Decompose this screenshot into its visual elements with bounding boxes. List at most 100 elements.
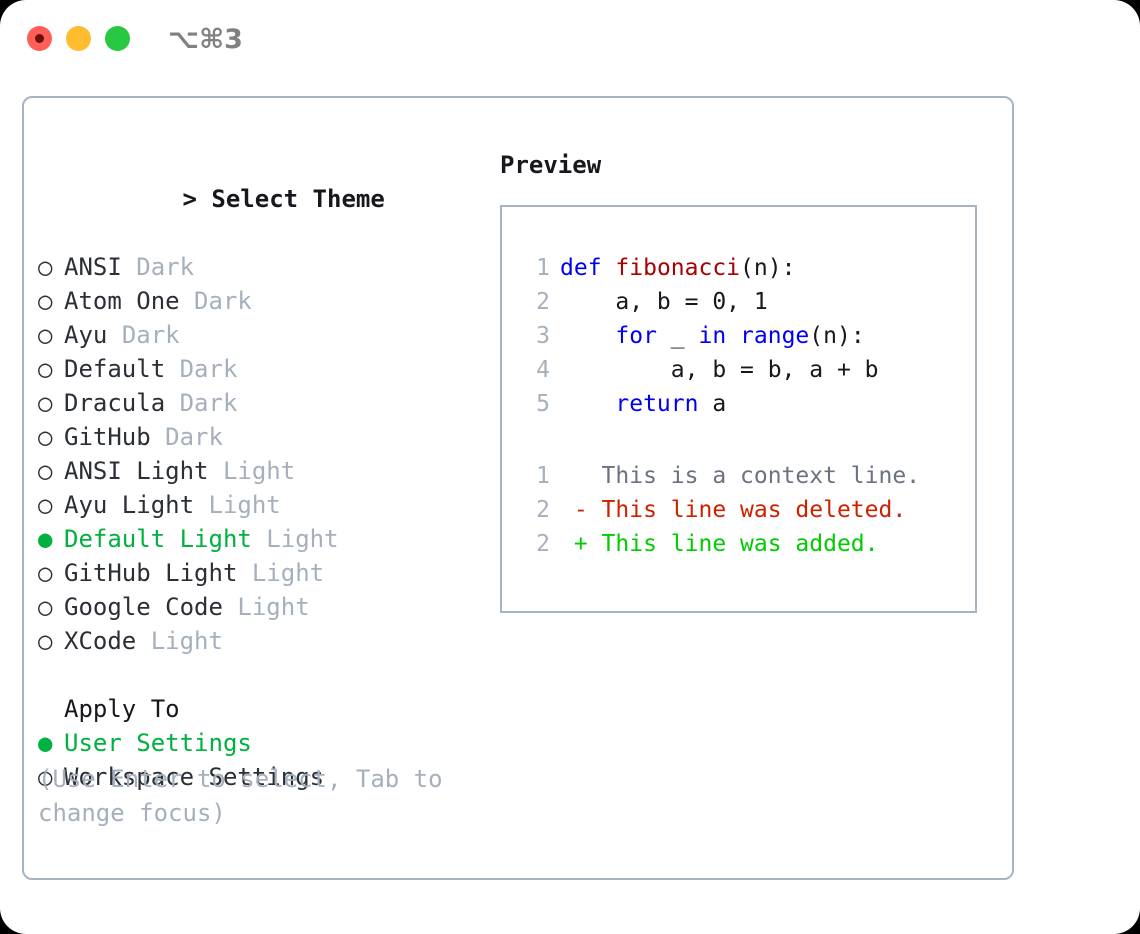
keyboard-hint-text: (Use Enter to select, Tab to change focu… <box>38 765 443 827</box>
theme-option-name: Dracula <box>64 389 166 417</box>
apply-to-label: Apply To <box>64 695 180 723</box>
spacer <box>209 457 223 485</box>
code-line: 3 for _ in range(n): <box>502 319 975 353</box>
title-bar: ⌥⌘3 <box>0 0 1140 78</box>
diff-line-text: This is a context line. <box>560 463 921 489</box>
spacer <box>223 593 237 621</box>
theme-option-ansi[interactable]: ○ANSI Dark <box>38 250 498 284</box>
section-spacer <box>38 658 498 692</box>
spacer <box>180 287 194 315</box>
code-line-text: def fibonacci(n): <box>550 251 795 285</box>
spacer <box>252 525 266 553</box>
code-line-number: 3 <box>536 323 550 349</box>
diff-line-number: 2 <box>536 497 550 523</box>
spacer <box>107 321 121 349</box>
radio-unselected-icon: ○ <box>38 355 53 383</box>
code-token-plain <box>560 323 615 349</box>
code-token-plain: a, b = b, a + b <box>560 357 879 383</box>
radio-unselected-icon: ○ <box>38 253 53 281</box>
diff-line-number: 1 <box>536 463 550 489</box>
theme-option-ayu[interactable]: ○ Ayu Dark <box>38 318 498 352</box>
apply-to-option-user-settings[interactable]: ●User Settings <box>38 726 498 760</box>
code-token-plain: (n): <box>740 255 796 281</box>
diff-sample: 1 This is a context line.2 - This line w… <box>502 459 975 561</box>
theme-option-name: XCode <box>64 627 137 655</box>
code-line-number: 5 <box>536 391 550 417</box>
diff-line-add: 2 + This line was added. <box>502 527 975 561</box>
code-line-number: 4 <box>536 357 550 383</box>
theme-mode-badge: Dark <box>165 423 223 451</box>
theme-option-name: Ayu Light <box>64 491 195 519</box>
code-token-fn: fibonacci <box>615 255 741 281</box>
diff-line-del: 2 - This line was deleted. <box>502 493 975 527</box>
theme-mode-badge: Dark <box>121 321 180 349</box>
code-token-kw: def <box>560 255 602 281</box>
theme-option-default[interactable]: ○ Default Dark <box>38 352 498 386</box>
theme-mode-badge: Dark <box>179 389 238 417</box>
theme-option-github-light[interactable]: ○ GitHub Light Light <box>38 556 498 590</box>
theme-mode-badge: Light <box>251 559 325 587</box>
minimize-button[interactable] <box>66 26 91 51</box>
radio-unselected-icon: ○ <box>38 457 53 485</box>
theme-option-name: Default Light <box>64 525 252 553</box>
code-token-kw: in <box>698 323 727 349</box>
window-title-shortcut: ⌥⌘3 <box>168 24 243 55</box>
code-line: 5 return a <box>502 387 975 421</box>
radio-unselected-icon: ○ <box>38 321 53 349</box>
theme-mode-badge: Light <box>208 491 281 519</box>
theme-option-atom-one[interactable]: ○Atom One Dark <box>38 284 498 318</box>
code-token-kw: range <box>740 323 810 349</box>
code-line: 4 a, b = b, a + b <box>502 353 975 387</box>
code-line-text: for _ in range(n): <box>550 319 864 353</box>
radio-unselected-icon: ○ <box>38 627 53 655</box>
diff-line-number: 2 <box>536 531 550 557</box>
theme-mode-badge: Light <box>222 457 296 485</box>
code-line-number: 1 <box>536 255 550 281</box>
radio-unselected-icon: ○ <box>38 559 53 587</box>
theme-option-github[interactable]: ○GitHub Dark <box>38 420 498 454</box>
spacer <box>136 627 150 655</box>
code-token-plain <box>602 255 616 281</box>
spacer <box>237 559 251 587</box>
theme-option-dracula[interactable]: ○Dracula Dark <box>38 386 498 420</box>
theme-option-xcode[interactable]: ○XCode Light <box>38 624 498 658</box>
close-button[interactable] <box>27 26 52 51</box>
theme-option-ayu-light[interactable]: ○ Ayu Light Light <box>38 488 498 522</box>
code-line-text: return a <box>550 387 726 421</box>
diff-line-ctx: 1 This is a context line. <box>502 459 975 493</box>
theme-option-name: ANSI <box>64 253 122 281</box>
main-panel: > Select Theme ○ANSI Dark○Atom One Dark○… <box>22 96 1014 880</box>
theme-option-default-light[interactable]: ●Default Light Light <box>38 522 498 556</box>
code-line-text: a, b = b, a + b <box>550 353 879 387</box>
spacer <box>165 355 179 383</box>
radio-unselected-icon: ○ <box>38 491 53 519</box>
apply-to-option-workspace-settings[interactable]: ○Workspace Settings <box>38 760 498 794</box>
spacer <box>122 253 136 281</box>
traffic-light-group <box>27 26 130 51</box>
code-token-plain: _ <box>656 323 699 349</box>
theme-option-google-code[interactable]: ○Google Code Light <box>38 590 498 624</box>
theme-option-list: ○ANSI Dark○Atom One Dark○Ayu Dark○Defaul… <box>38 250 498 658</box>
diff-line-text: + This line was added. <box>560 531 879 557</box>
select-theme-header: > Select Theme <box>38 148 498 250</box>
theme-option-name: GitHub Light <box>64 559 238 587</box>
theme-selector-column: > Select Theme ○ANSI Dark○Atom One Dark○… <box>38 148 498 794</box>
zoom-button[interactable] <box>105 26 130 51</box>
prompt-caret-icon: > <box>182 185 197 213</box>
theme-mode-badge: Dark <box>179 355 238 383</box>
theme-mode-badge: Light <box>266 525 339 553</box>
theme-option-ansi-light[interactable]: ○ ANSI Light Light <box>38 454 498 488</box>
theme-mode-badge: Dark <box>194 287 252 315</box>
spacer <box>151 423 165 451</box>
theme-option-name: Default <box>64 355 166 383</box>
select-theme-label: Select Theme <box>211 185 385 213</box>
theme-option-name: ANSI Light <box>64 457 209 485</box>
apply-to-option-name: User Settings <box>64 729 252 757</box>
apply-to-option-name: Workspace Settings <box>64 763 325 791</box>
spacer <box>194 491 208 519</box>
theme-option-name: Ayu <box>64 321 108 349</box>
diff-line-text: - This line was deleted. <box>560 497 907 523</box>
radio-unselected-icon: ○ <box>38 287 53 315</box>
